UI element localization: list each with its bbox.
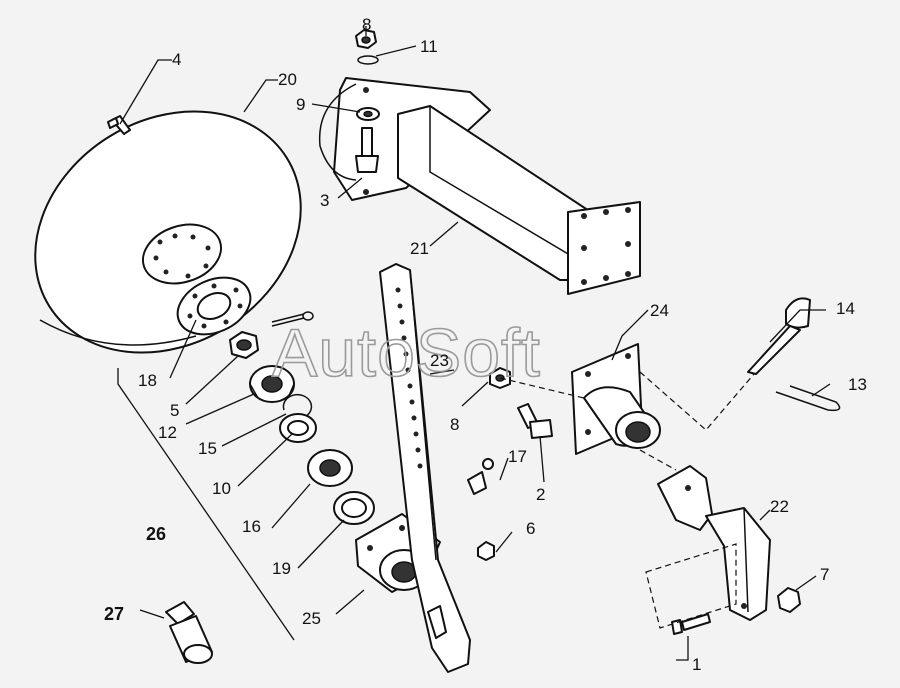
- bolt-1: [671, 613, 711, 635]
- cotter-pin: [271, 311, 314, 327]
- label-5: 5: [170, 401, 179, 420]
- mounting-bracket: [571, 343, 661, 455]
- label-14: 14: [836, 299, 855, 318]
- snap-ring: [282, 393, 313, 419]
- bolt-3: [355, 127, 379, 173]
- arm-holes: [395, 287, 423, 469]
- label-17: 17: [508, 447, 527, 466]
- spring-washer-11: [357, 55, 379, 65]
- label-10: 10: [212, 479, 231, 498]
- assembly-guides: [499, 371, 755, 629]
- label-7: 7: [820, 565, 829, 584]
- label-2: 2: [536, 485, 545, 504]
- label-12: 12: [158, 423, 177, 442]
- bolt-2: [517, 403, 553, 439]
- part-labels: 4 20 8 11 9 3 21 18 5 12 15 10 16 19 25 …: [104, 15, 867, 674]
- clevis-link: [657, 465, 771, 621]
- bearing-16: [307, 449, 353, 487]
- leader-lines: [117, 26, 831, 661]
- label-20: 20: [278, 70, 297, 89]
- label-19: 19: [272, 559, 291, 578]
- nut-6: [477, 541, 495, 561]
- label-9: 9: [296, 95, 305, 114]
- label-27: 27: [104, 604, 124, 624]
- top-nut: [355, 29, 377, 49]
- label-4: 4: [172, 50, 181, 69]
- washer-9: [356, 107, 380, 121]
- label-3: 3: [320, 191, 329, 210]
- label-13: 13: [848, 375, 867, 394]
- label-26: 26: [146, 524, 166, 544]
- label-24: 24: [650, 301, 669, 320]
- watermark-text: AutoSoft: [272, 315, 541, 391]
- seal-19: [333, 491, 375, 525]
- bolt-4: [107, 115, 131, 135]
- bearing-12: [249, 365, 295, 403]
- label-23: 23: [430, 351, 449, 370]
- label-8-lower: 8: [450, 415, 459, 434]
- label-16: 16: [242, 517, 261, 536]
- label-11: 11: [420, 37, 438, 56]
- r-clip: [775, 385, 841, 412]
- label-18: 18: [138, 371, 157, 390]
- castle-nut: [229, 331, 259, 359]
- label-15: 15: [198, 439, 217, 458]
- support-arm: [379, 263, 471, 673]
- nut-7: [777, 587, 801, 613]
- grease-fitting: [467, 458, 494, 495]
- label-1: 1: [692, 655, 701, 674]
- label-8-top: 8: [362, 15, 371, 34]
- grease-plug: [165, 601, 213, 664]
- label-21: 21: [410, 239, 429, 258]
- label-22: 22: [770, 497, 789, 516]
- label-6: 6: [526, 519, 535, 538]
- label-25: 25: [302, 609, 321, 628]
- seal-10: [279, 413, 317, 443]
